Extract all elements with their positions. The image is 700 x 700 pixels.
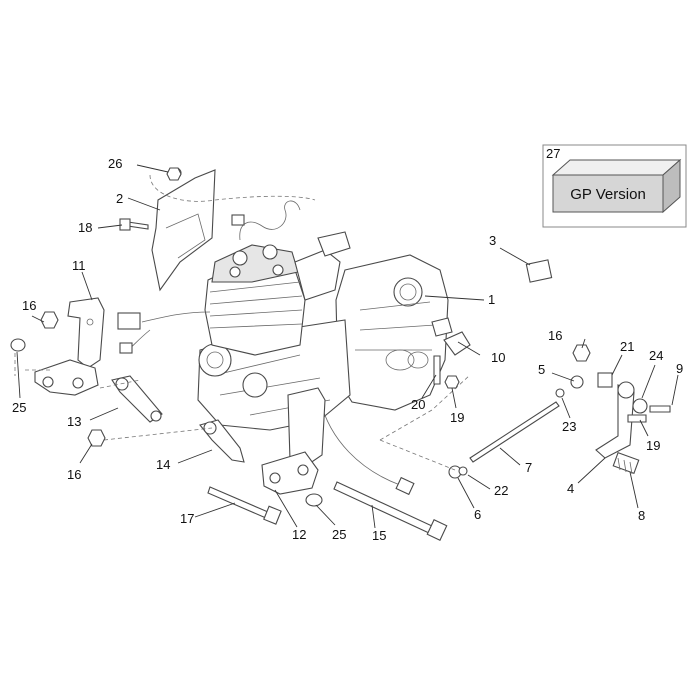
callout-22: 22 bbox=[494, 483, 508, 498]
callout-13: 13 bbox=[67, 414, 81, 429]
callout-20: 20 bbox=[411, 397, 425, 412]
callout-23: 23 bbox=[562, 419, 576, 434]
callout-19b: 19 bbox=[646, 438, 660, 453]
engine-mount-bracket-left bbox=[14, 297, 105, 396]
callout-5: 5 bbox=[538, 362, 545, 377]
callout-19a: 19 bbox=[450, 410, 464, 425]
callout-16c: 16 bbox=[548, 328, 562, 343]
callout-15: 15 bbox=[372, 528, 386, 543]
callout-21: 21 bbox=[620, 339, 634, 354]
callout-25a: 25 bbox=[12, 400, 26, 415]
callout-7: 7 bbox=[525, 460, 532, 475]
callout-4: 4 bbox=[567, 481, 574, 496]
callout-26: 26 bbox=[108, 156, 122, 171]
callout-17: 17 bbox=[180, 511, 194, 526]
small-hardware bbox=[10, 167, 647, 507]
callout-24: 24 bbox=[649, 348, 663, 363]
callout-25b: 25 bbox=[332, 527, 346, 542]
engine-strut-part bbox=[99, 375, 245, 463]
callout-labels: 1 2 3 4 5 6 7 8 9 10 11 12 13 14 15 16 1… bbox=[12, 146, 683, 543]
callout-12: 12 bbox=[292, 527, 306, 542]
callout-6: 6 bbox=[474, 507, 481, 522]
callout-14: 14 bbox=[156, 457, 170, 472]
leader-lines bbox=[16, 164, 679, 529]
callout-9: 9 bbox=[676, 361, 683, 376]
callout-18: 18 bbox=[78, 220, 92, 235]
engine-mount-bracket-front bbox=[261, 387, 326, 495]
callout-16b: 16 bbox=[67, 467, 81, 482]
callout-8: 8 bbox=[638, 508, 645, 523]
bolt-parts bbox=[119, 218, 448, 541]
callout-11: 11 bbox=[72, 258, 86, 273]
callout-2: 2 bbox=[116, 191, 123, 206]
callout-10: 10 bbox=[491, 350, 505, 365]
gp-version-box: GP Version bbox=[542, 144, 687, 228]
callout-16a: 16 bbox=[22, 298, 36, 313]
gp-version-label: GP Version bbox=[570, 186, 646, 203]
callout-3: 3 bbox=[489, 233, 496, 248]
callout-27: 27 bbox=[546, 146, 560, 161]
callout-1: 1 bbox=[488, 292, 495, 307]
